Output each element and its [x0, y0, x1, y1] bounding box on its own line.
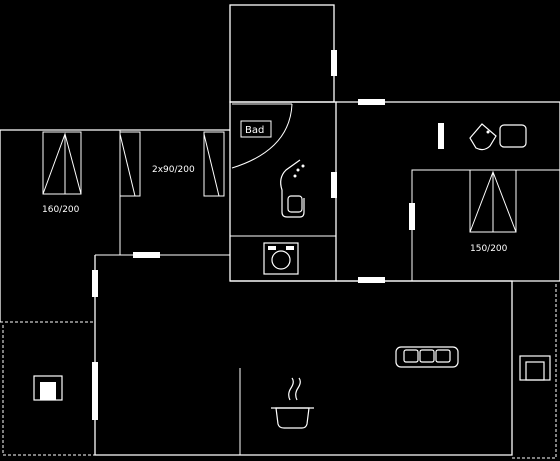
openings [92, 50, 444, 420]
window [358, 277, 385, 283]
window [331, 50, 337, 76]
cooking-pot-icon [271, 377, 314, 429]
bath-label: Bad [245, 125, 264, 136]
bed-bunks-label: 2x90/200 [152, 165, 195, 175]
washing-machine-icon [263, 242, 299, 275]
bed-right-label: 150/200 [470, 244, 508, 254]
bed-bunk-2 [203, 131, 225, 197]
window [92, 362, 98, 420]
bed-left [42, 131, 82, 195]
shower-icon [280, 159, 305, 218]
toilet-icon [469, 123, 527, 151]
bath-sign [240, 120, 272, 138]
window [409, 203, 415, 230]
window [331, 172, 337, 198]
top-storage-room [229, 4, 335, 103]
left-bedrooms [0, 129, 230, 322]
window [133, 252, 160, 258]
bath-door-arc [231, 103, 293, 169]
fireplace-icon-right [519, 355, 551, 381]
window [92, 270, 98, 297]
fireplace-icon [33, 375, 63, 401]
window [358, 99, 385, 105]
bed-left-label: 160/200 [42, 205, 80, 215]
bed-right [469, 169, 517, 233]
bed-bunk-1 [119, 131, 141, 197]
window [438, 123, 444, 149]
sofa-icon [395, 346, 459, 368]
